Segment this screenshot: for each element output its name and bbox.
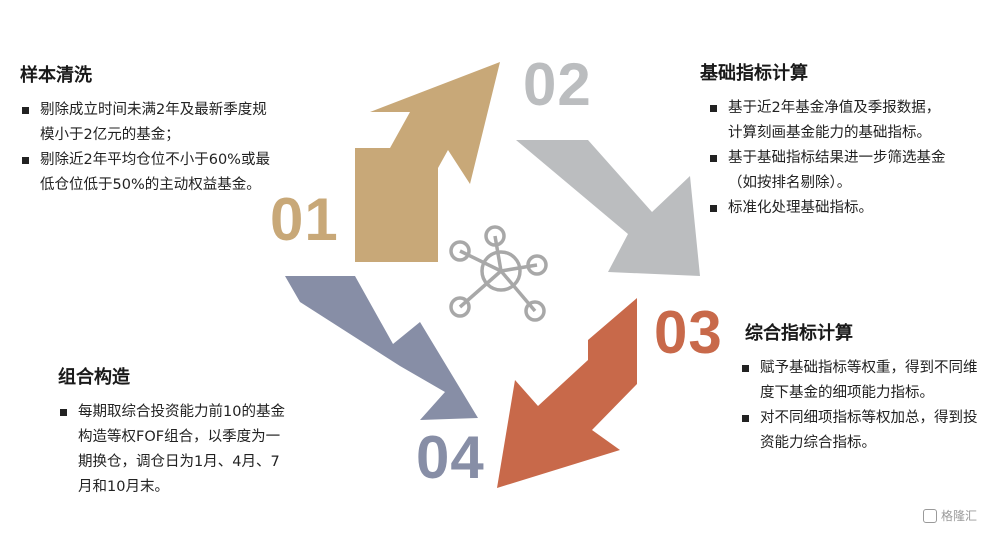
bullet-list: 基于近2年基金净值及季报数据，计算刻画基金能力的基础指标。 基于基础指标结果进一… — [708, 96, 950, 221]
step-number-03: 03 — [654, 299, 723, 366]
arrow-step-01 — [355, 62, 500, 262]
arrow-step-04 — [285, 276, 478, 420]
step-number-04: 04 — [416, 424, 485, 491]
bullet-item: 赋予基础指标等权重，得到不同维度下基金的细项能力指标。 — [740, 356, 980, 406]
section-basic-indicators: 基础指标计算 基于近2年基金净值及季报数据，计算刻画基金能力的基础指标。 基于基… — [700, 62, 950, 221]
section-title: 组合构造 — [58, 367, 130, 388]
section-composite-indicators: 综合指标计算 赋予基础指标等权重，得到不同维度下基金的细项能力指标。 对不同细项… — [742, 322, 980, 456]
arrow-step-03 — [497, 298, 637, 488]
bullet-item: 基于基础指标结果进一步筛选基金（如按排名剔除）。 — [708, 146, 950, 196]
network-hub-icon — [449, 225, 548, 322]
bullet-list: 赋予基础指标等权重，得到不同维度下基金的细项能力指标。 对不同细项指标等权加总，… — [740, 356, 980, 456]
section-title: 样本清洗 — [20, 65, 92, 86]
section-portfolio-construction: 组合构造 每期取综合投资能力前10的基金构造等权FOF组合，以季度为一期换仓，调… — [58, 366, 293, 500]
bullet-list: 每期取综合投资能力前10的基金构造等权FOF组合，以季度为一期换仓，调仓日为1月… — [58, 400, 293, 500]
step-number-01: 01 — [270, 186, 339, 253]
bullet-item: 剔除近2年平均仓位不小于60%或最低仓位低于50%的主动权益基金。 — [20, 148, 275, 198]
section-sample-cleaning: 样本清洗 剔除成立时间未满2年及最新季度规模小于2亿元的基金； 剔除近2年平均仓… — [20, 64, 275, 198]
watermark-logo-icon — [922, 508, 937, 523]
bullet-item: 剔除成立时间未满2年及最新季度规模小于2亿元的基金； — [20, 98, 275, 148]
bullet-item: 每期取综合投资能力前10的基金构造等权FOF组合，以季度为一期换仓，调仓日为1月… — [58, 400, 293, 500]
bullet-item: 对不同细项指标等权加总，得到投资能力综合指标。 — [740, 406, 980, 456]
bullet-item: 基于近2年基金净值及季报数据，计算刻画基金能力的基础指标。 — [708, 96, 950, 146]
watermark: 格隆汇 — [922, 507, 977, 524]
watermark-text: 格隆汇 — [940, 509, 977, 523]
section-title: 基础指标计算 — [700, 63, 808, 84]
bullet-item: 标准化处理基础指标。 — [708, 196, 950, 221]
section-title: 综合指标计算 — [745, 323, 853, 344]
step-number-02: 02 — [523, 51, 592, 118]
arrow-step-02 — [516, 140, 700, 276]
bullet-list: 剔除成立时间未满2年及最新季度规模小于2亿元的基金； 剔除近2年平均仓位不小于6… — [20, 98, 275, 198]
